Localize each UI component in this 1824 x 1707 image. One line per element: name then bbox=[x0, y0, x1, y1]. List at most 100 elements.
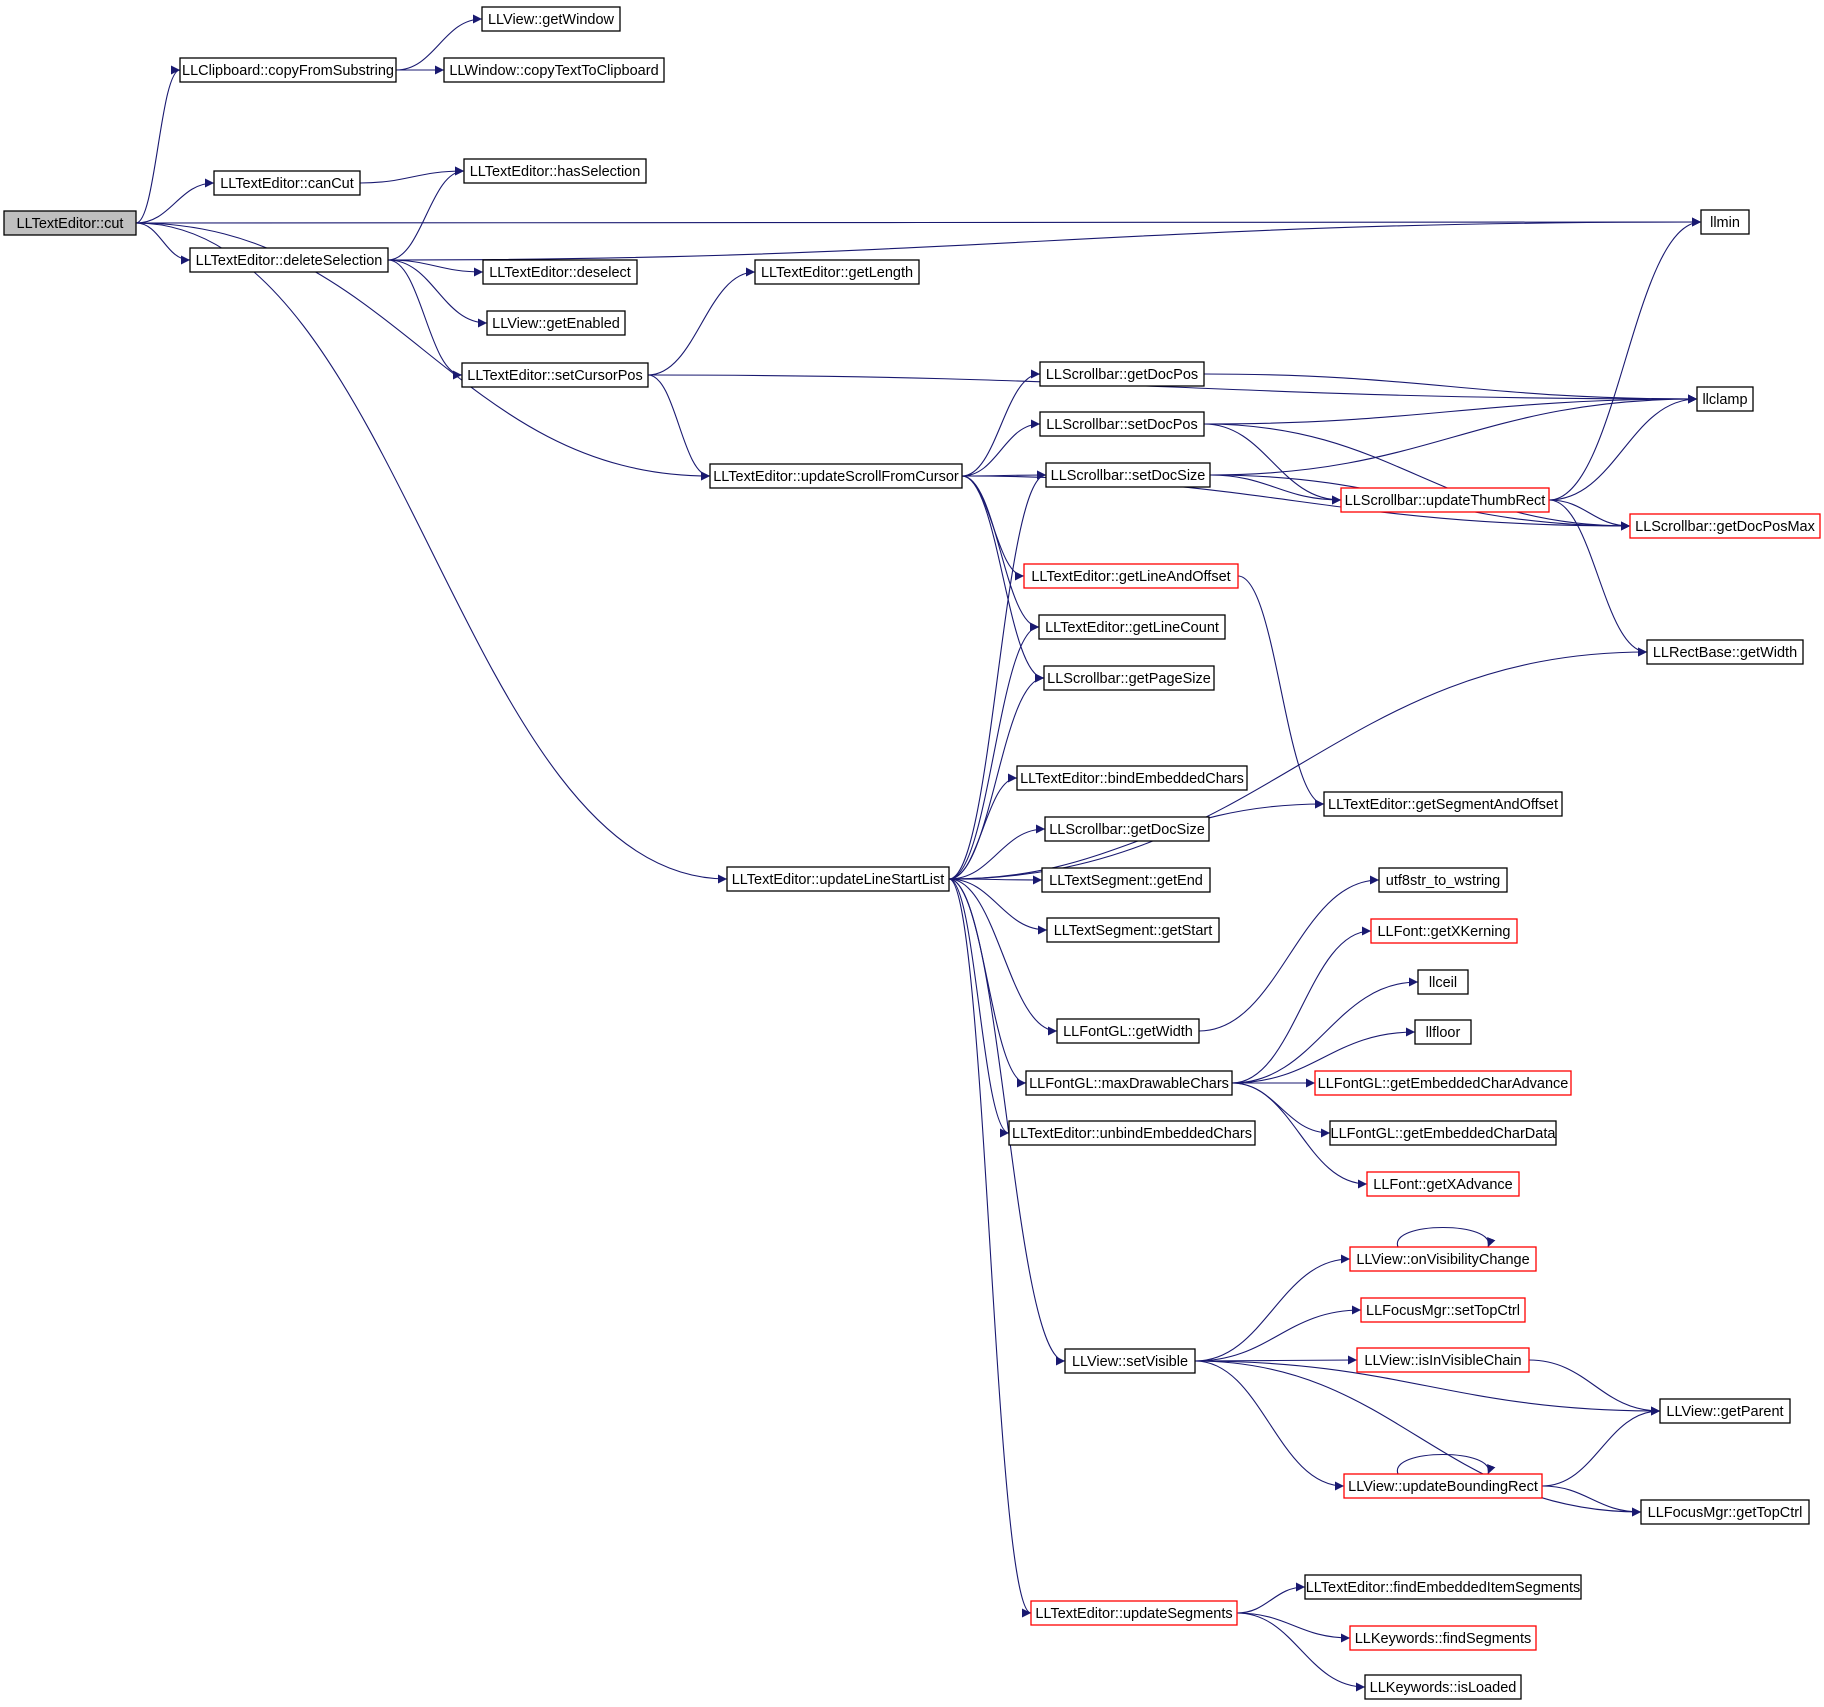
node-bindEmbeddedChars[interactable]: LLTextEditor::bindEmbeddedChars bbox=[1016, 765, 1248, 791]
node-getLineAndOffset[interactable]: LLTextEditor::getLineAndOffset bbox=[1023, 563, 1239, 589]
node-setDocSize[interactable]: LLScrollbar::setDocSize bbox=[1045, 462, 1211, 488]
edge bbox=[359, 166, 465, 184]
node-box bbox=[1045, 462, 1211, 488]
node-updateThumbRect[interactable]: LLScrollbar::updateThumbRect bbox=[1340, 487, 1550, 513]
node-setCursorPos[interactable]: LLTextEditor::setCursorPos bbox=[461, 362, 649, 388]
edge bbox=[1548, 217, 1702, 501]
edge bbox=[961, 419, 1041, 477]
node-getEnabled[interactable]: LLView::getEnabled bbox=[486, 310, 626, 336]
node-updateScrollFromCursor[interactable]: LLTextEditor::updateScrollFromCursor bbox=[709, 463, 963, 489]
edge-setVisible-to-getTopCtrl bbox=[1194, 1360, 1642, 1517]
node-getLineCount[interactable]: LLTextEditor::getLineCount bbox=[1038, 614, 1226, 640]
node-getDocPos[interactable]: LLScrollbar::getDocPos bbox=[1039, 361, 1205, 387]
node-getEmbeddedCharData[interactable]: LLFontGL::getEmbeddedCharData bbox=[1329, 1120, 1557, 1146]
edge-setCursorPos-to-llclamp bbox=[647, 374, 1698, 404]
node-setDocPos[interactable]: LLScrollbar::setDocPos bbox=[1039, 411, 1205, 437]
node-cut[interactable]: LLTextEditor::cut bbox=[3, 210, 137, 236]
edge-setDocPos-to-llclamp bbox=[1203, 394, 1698, 425]
edge-updateThumbRect-to-llmin bbox=[1548, 217, 1702, 501]
node-box bbox=[1356, 1347, 1530, 1373]
node-getXKerning[interactable]: LLFont::getXKerning bbox=[1370, 918, 1518, 944]
edge-getLineAndOffset-to-getSegmentAndOffset bbox=[1237, 575, 1325, 809]
edge-updateLineStartList-to-bindEmbeddedChars bbox=[948, 773, 1018, 880]
node-label: LLTextEditor::getLineCount bbox=[1045, 620, 1219, 636]
edge-setCursorPos-to-getLength bbox=[647, 267, 756, 376]
node-label: LLTextEditor::findEmbeddedItemSegments bbox=[1306, 1580, 1581, 1596]
edge bbox=[1194, 1360, 1345, 1491]
node-getEmbeddedCharAdvance[interactable]: LLFontGL::getEmbeddedCharAdvance bbox=[1314, 1070, 1572, 1096]
edge bbox=[135, 65, 181, 224]
edge bbox=[948, 878, 1048, 935]
node-utf8str[interactable]: utf8str_to_wstring bbox=[1378, 867, 1508, 893]
node-getEnd[interactable]: LLTextSegment::getEnd bbox=[1041, 867, 1211, 893]
node-llmin[interactable]: llmin bbox=[1700, 209, 1750, 235]
node-unbindEmbeddedChars[interactable]: LLTextEditor::unbindEmbeddedChars bbox=[1008, 1120, 1256, 1146]
node-findSegments[interactable]: LLKeywords::findSegments bbox=[1349, 1625, 1537, 1651]
node-label: LLView::setVisible bbox=[1072, 1354, 1188, 1370]
node-onVisibilityChange[interactable]: LLView::onVisibilityChange bbox=[1349, 1246, 1537, 1272]
edge-updateScrollFromCursor-to-setDocPos bbox=[961, 419, 1041, 477]
node-getParent[interactable]: LLView::getParent bbox=[1659, 1398, 1791, 1424]
node-label: LLTextEditor::deleteSelection bbox=[196, 253, 383, 269]
node-updateBoundingRect[interactable]: LLView::updateBoundingRect bbox=[1343, 1473, 1543, 1499]
node-label: LLFont::getXKerning bbox=[1377, 924, 1510, 940]
node-updateLineStartList[interactable]: LLTextEditor::updateLineStartList bbox=[726, 866, 950, 892]
node-findEmbeddedItemSegments[interactable]: LLTextEditor::findEmbeddedItemSegments bbox=[1304, 1574, 1582, 1600]
edge-fontGetWidth-to-utf8str bbox=[1198, 875, 1380, 1032]
node-isInVisibleChain[interactable]: LLView::isInVisibleChain bbox=[1356, 1347, 1530, 1373]
node-label: LLTextEditor::setCursorPos bbox=[467, 368, 642, 384]
node-deleteSelection[interactable]: LLTextEditor::deleteSelection bbox=[189, 247, 389, 273]
edge-deleteSelection-to-getEnabled bbox=[387, 259, 488, 328]
node-maxDrawableChars[interactable]: LLFontGL::maxDrawableChars bbox=[1025, 1070, 1233, 1096]
node-label: LLView::updateBoundingRect bbox=[1348, 1479, 1538, 1495]
node-box bbox=[481, 6, 621, 32]
node-copyFromSubstring[interactable]: LLClipboard::copyFromSubstring bbox=[179, 57, 397, 83]
node-updateSegments[interactable]: LLTextEditor::updateSegments bbox=[1030, 1600, 1238, 1626]
edge-onVisibilityChange-to-onVisibilityChange bbox=[1397, 1227, 1496, 1248]
edge bbox=[1203, 423, 1342, 505]
edge-deleteSelection-to-setCursorPos bbox=[387, 259, 463, 380]
edge-updateScrollFromCursor-to-getDocPos bbox=[961, 369, 1041, 477]
node-llclamp[interactable]: llclamp bbox=[1696, 386, 1754, 412]
node-getLength[interactable]: LLTextEditor::getLength bbox=[754, 259, 920, 285]
node-getStart[interactable]: LLTextSegment::getStart bbox=[1046, 917, 1220, 943]
node-getPageSize[interactable]: LLScrollbar::getPageSize bbox=[1043, 665, 1215, 691]
edge-cut-to-copyFromSubstring bbox=[135, 65, 181, 224]
node-label: LLScrollbar::updateThumbRect bbox=[1345, 493, 1546, 509]
edge bbox=[948, 878, 1066, 1366]
node-box bbox=[709, 463, 963, 489]
node-box bbox=[754, 259, 920, 285]
node-deselect[interactable]: LLTextEditor::deselect bbox=[482, 259, 638, 285]
edge-updateLineStartList-to-unbindEmbeddedChars bbox=[948, 878, 1010, 1138]
node-fontGetWidth[interactable]: LLFontGL::getWidth bbox=[1056, 1018, 1200, 1044]
edge bbox=[1397, 1227, 1496, 1248]
node-getSegmentAndOffset[interactable]: LLTextEditor::getSegmentAndOffset bbox=[1323, 791, 1563, 817]
node-hasSelection[interactable]: LLTextEditor::hasSelection bbox=[463, 158, 647, 184]
node-copyTextToClipboard[interactable]: LLWindow::copyTextToClipboard bbox=[443, 57, 665, 83]
node-getTopCtrl[interactable]: LLFocusMgr::getTopCtrl bbox=[1640, 1499, 1810, 1525]
node-canCut[interactable]: LLTextEditor::canCut bbox=[213, 170, 361, 196]
edge bbox=[948, 878, 1032, 1618]
edge bbox=[135, 222, 711, 481]
node-getDocSize[interactable]: LLScrollbar::getDocSize bbox=[1044, 816, 1210, 842]
node-box bbox=[463, 158, 647, 184]
edge-setDocPos-to-getDocPosMax bbox=[1203, 423, 1631, 531]
node-llceil[interactable]: llceil bbox=[1417, 969, 1469, 995]
edge bbox=[961, 475, 1040, 632]
node-llfloor[interactable]: llfloor bbox=[1414, 1019, 1472, 1045]
node-getXAdvance[interactable]: LLFont::getXAdvance bbox=[1366, 1171, 1520, 1197]
edge-cut-to-updateScrollFromCursor bbox=[135, 222, 711, 481]
node-getWindow[interactable]: LLView::getWindow bbox=[481, 6, 621, 32]
edge bbox=[1541, 1485, 1642, 1517]
node-rectGetWidth[interactable]: LLRectBase::getWidth bbox=[1646, 639, 1804, 665]
node-setVisible[interactable]: LLView::setVisible bbox=[1064, 1348, 1196, 1374]
node-isLoaded[interactable]: LLKeywords::isLoaded bbox=[1364, 1674, 1522, 1700]
node-label: LLView::onVisibilityChange bbox=[1356, 1252, 1529, 1268]
edge-updateLineStartList-to-rectGetWidth bbox=[948, 647, 1648, 880]
node-setTopCtrl[interactable]: LLFocusMgr::setTopCtrl bbox=[1360, 1297, 1526, 1323]
edge-maxDrawableChars-to-getXKerning bbox=[1231, 926, 1372, 1084]
node-getDocPosMax[interactable]: LLScrollbar::getDocPosMax bbox=[1629, 513, 1821, 539]
edge bbox=[1209, 474, 1342, 505]
node-box bbox=[1340, 487, 1550, 513]
node-label: llfloor bbox=[1426, 1025, 1461, 1041]
